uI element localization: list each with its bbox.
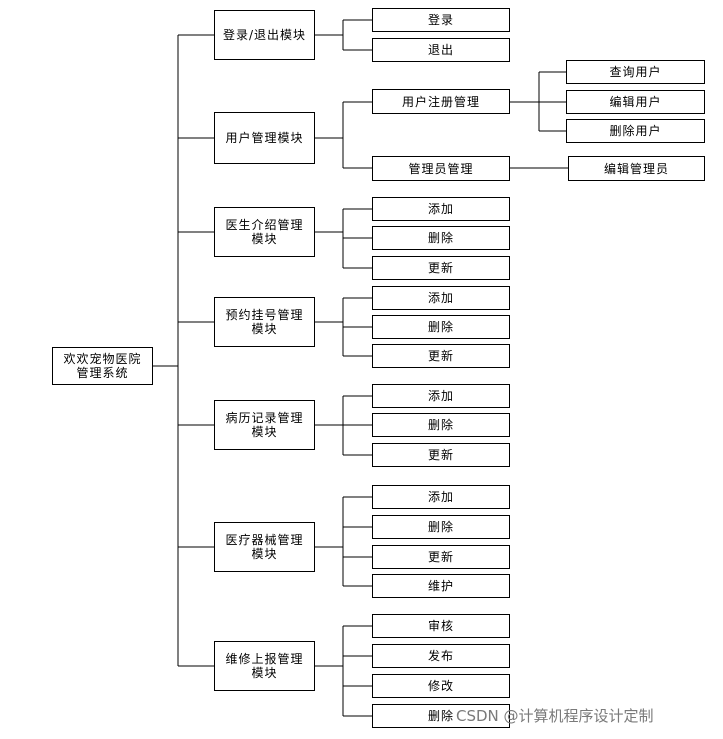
leaf-delete: 删除 <box>372 704 510 728</box>
leaf-query-user: 查询用户 <box>566 60 705 84</box>
leaf-login: 登录 <box>372 8 510 32</box>
leaf-delete: 删除 <box>372 515 510 539</box>
leaf-delete-user: 删除用户 <box>566 119 705 143</box>
leaf-maintain: 维护 <box>372 574 510 598</box>
leaf-publish: 发布 <box>372 644 510 668</box>
leaf-add: 添加 <box>372 197 510 221</box>
module-repair-report: 维修上报管理 模块 <box>214 641 315 691</box>
leaf-edit-user: 编辑用户 <box>566 90 705 114</box>
leaf-add: 添加 <box>372 485 510 509</box>
leaf-update: 更新 <box>372 256 510 280</box>
module-doctor-intro: 医生介绍管理 模块 <box>214 207 315 257</box>
leaf-update: 更新 <box>372 545 510 569</box>
leaf-edit-admin: 编辑管理员 <box>568 156 705 181</box>
leaf-review: 审核 <box>372 614 510 638</box>
sub-admin-management: 管理员管理 <box>372 156 510 181</box>
leaf-delete: 删除 <box>372 226 510 250</box>
leaf-add: 添加 <box>372 286 510 310</box>
leaf-update: 更新 <box>372 443 510 467</box>
module-appointment: 预约挂号管理 模块 <box>214 297 315 347</box>
module-medical-records: 病历记录管理 模块 <box>214 400 315 450</box>
leaf-logout: 退出 <box>372 38 510 62</box>
module-login-logout: 登录/退出模块 <box>214 10 315 60</box>
root-node: 欢欢宠物医院 管理系统 <box>52 347 153 385</box>
leaf-delete: 删除 <box>372 315 510 339</box>
leaf-delete: 删除 <box>372 413 510 437</box>
module-medical-devices: 医疗器械管理 模块 <box>214 522 315 572</box>
sub-user-registration: 用户注册管理 <box>372 89 510 114</box>
leaf-modify: 修改 <box>372 674 510 698</box>
leaf-update: 更新 <box>372 344 510 368</box>
leaf-add: 添加 <box>372 384 510 408</box>
watermark: CSDN @计算机程序设计定制 <box>456 707 654 725</box>
module-user-management: 用户管理模块 <box>214 112 315 164</box>
